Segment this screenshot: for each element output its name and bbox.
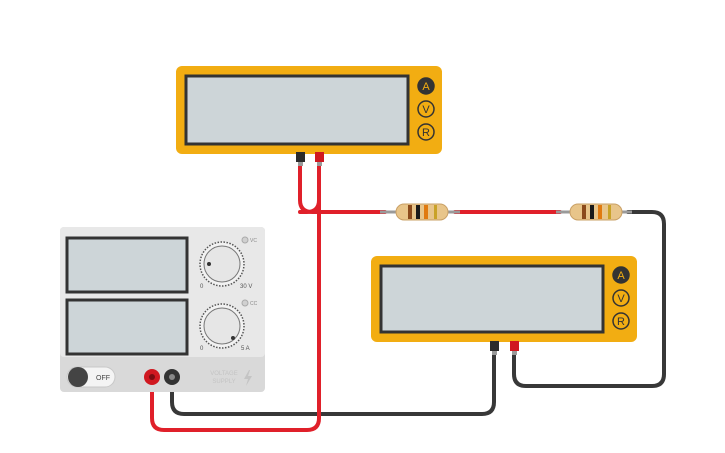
mode-button-v-ring: [417, 100, 435, 118]
voltage-knob-inner: [203, 245, 241, 283]
resistor-band-4: [434, 205, 437, 219]
resistor-band-1: [582, 205, 586, 219]
multimeter-screen: [184, 74, 410, 146]
power-switch-knob: [68, 367, 88, 387]
terminal-positive-plug: [510, 341, 519, 351]
multimeter-top[interactable]: A V R: [176, 66, 442, 166]
mode-button-r-label: R: [422, 127, 430, 139]
multimeter-right[interactable]: A V R: [371, 256, 637, 355]
mode-button-a-ring: [612, 266, 630, 284]
resistor-band-2: [590, 205, 594, 219]
mode-button-r[interactable]: R: [417, 123, 435, 141]
terminal-negative[interactable]: [296, 152, 305, 166]
mode-button-a-label: A: [617, 270, 625, 282]
brand-line-2: SUPPLY: [212, 379, 235, 385]
current-knob[interactable]: [199, 303, 245, 349]
resistor-band-4: [608, 205, 611, 219]
wire-red-meter1-drop[interactable]: [298, 160, 387, 214]
wire-red-meter1-to-resistor1[interactable]: [298, 160, 321, 214]
cc-indicator-icon: [241, 299, 249, 307]
wires: [150, 160, 666, 432]
voltage-display: [65, 236, 189, 294]
terminal-negative-pin: [492, 351, 497, 355]
mode-button-a-label: A: [422, 81, 430, 93]
resistor-body: [395, 203, 449, 221]
output-terminal-positive[interactable]: [144, 369, 160, 385]
mode-button-r-ring: [612, 312, 630, 330]
current-min-label: 0: [200, 346, 204, 352]
vc-label: VC: [250, 238, 257, 244]
cc-label: CC: [250, 301, 258, 307]
power-switch[interactable]: OFF: [66, 366, 116, 388]
resistor-band-3: [424, 205, 428, 219]
resistor-body: [569, 203, 623, 221]
wire-red-supply-to-meter1[interactable]: [150, 160, 321, 432]
multimeter-screen: [379, 264, 605, 334]
power-supply[interactable]: VC 0 30 V CC 0 5 A OFF VOLTAGE SUP: [60, 227, 265, 392]
resistor-band-3: [598, 205, 602, 219]
terminal-negative-plug: [296, 152, 305, 162]
terminal-positive[interactable]: [315, 152, 324, 166]
current-max-label: 5 A: [241, 346, 250, 352]
terminal-positive[interactable]: [510, 341, 519, 355]
mode-button-v-label: V: [422, 104, 430, 116]
output-terminal-negative[interactable]: [164, 369, 180, 385]
voltage-min-label: 0: [200, 284, 204, 290]
mode-button-a[interactable]: A: [417, 77, 435, 95]
mode-button-v-label: V: [617, 293, 625, 305]
mode-button-v[interactable]: V: [612, 289, 630, 307]
terminal-positive-plug: [315, 152, 324, 162]
lightning-bolt-icon: [244, 370, 252, 386]
resistor-1[interactable]: [380, 203, 460, 221]
brand-line-1: VOLTAGE: [210, 371, 237, 377]
output-terminal-positive-inner: [149, 374, 155, 380]
mode-button-r[interactable]: R: [612, 312, 630, 330]
current-knob-inner: [203, 307, 241, 345]
current-knob-indicator: [231, 336, 235, 340]
current-display: [65, 298, 189, 356]
terminal-positive-pin: [512, 351, 517, 355]
terminal-negative-plug: [490, 341, 499, 351]
terminal-negative-pin: [298, 162, 303, 166]
mode-button-v[interactable]: V: [417, 100, 435, 118]
resistor-band-1: [408, 205, 412, 219]
mode-button-a-ring: [417, 77, 435, 95]
resistor-2[interactable]: [556, 203, 632, 221]
wire-black-supply-to-meter2[interactable]: [170, 350, 496, 416]
wire-black-resistor2-to-meter2[interactable]: [512, 210, 666, 388]
terminal-positive-pin: [317, 162, 322, 166]
mode-button-r-ring: [417, 123, 435, 141]
vc-indicator-icon: [241, 236, 249, 244]
mode-button-r-label: R: [617, 316, 625, 328]
voltage-knob-indicator: [207, 262, 211, 266]
terminal-negative[interactable]: [490, 341, 499, 355]
output-terminal-negative-inner: [169, 374, 175, 380]
resistor-band-2: [416, 205, 420, 219]
voltage-max-label: 30 V: [240, 284, 252, 290]
mode-button-a[interactable]: A: [612, 266, 630, 284]
mode-button-v-ring: [612, 289, 630, 307]
voltage-knob[interactable]: [199, 241, 245, 287]
power-switch-label: OFF: [96, 375, 110, 382]
